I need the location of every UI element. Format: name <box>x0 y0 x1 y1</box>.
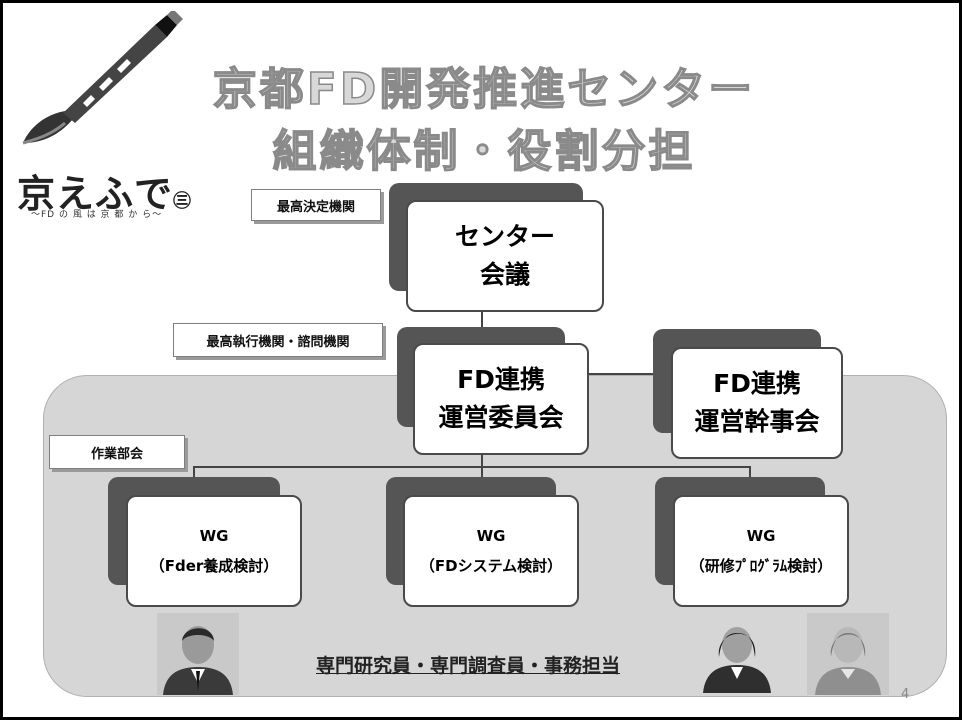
wg2-title: WG <box>476 527 506 545</box>
slide-title-line1: 京都FD開発推進センター <box>212 63 756 116</box>
logo-text: 京えふで㊂ <box>17 163 192 218</box>
connector-committee-bus <box>481 453 483 467</box>
steering-committee-line2: 運営委員会 <box>438 403 564 432</box>
label-top-decision: 最高決定機関 <box>251 189 381 221</box>
wg1-title: WG <box>199 527 229 545</box>
wg1-subtitle: （Fder養成検討） <box>149 557 279 575</box>
man-person-icon <box>157 613 239 695</box>
brush-pen-icon <box>22 11 183 145</box>
center-council-line2: 会議 <box>479 260 530 289</box>
wg2-subtitle: （FDシステム検討） <box>419 557 563 575</box>
wg3-box: WG （研修ﾌﾟﾛｸﾞﾗﾑ検討） <box>673 495 849 607</box>
page-number: 4 <box>901 687 910 702</box>
logo-subtitle: ～FD の 風 は 京 都 か ら～ <box>31 210 163 220</box>
wg3-subtitle: （研修ﾌﾟﾛｸﾞﾗﾑ検討） <box>689 557 833 575</box>
staff-label: 専門研究員・専門調査員・事務担当 <box>315 655 620 677</box>
connector-council-committee <box>481 309 483 343</box>
management-council-line1: FD連携 <box>713 369 801 398</box>
slide-title-line2: 組織体制・役割分担 <box>272 125 696 178</box>
logo: 京えふで㊂ ～FD の 風 は 京 都 か ら～ <box>17 11 237 221</box>
management-council-line2: 運営幹事会 <box>694 407 820 436</box>
label-working-group: 作業部会 <box>49 435 185 469</box>
wg1-box: WG （Fder養成検討） <box>126 495 302 607</box>
connector-wg-bus <box>193 466 751 468</box>
steering-committee-line1: FD連携 <box>457 365 545 394</box>
management-council-box: FD連携 運営幹事会 <box>671 347 843 459</box>
connector-committee-management <box>589 373 663 375</box>
wg2-box: WG （FDシステム検討） <box>403 495 579 607</box>
woman-person-icon <box>697 613 777 693</box>
center-council-box: センター 会議 <box>406 200 604 312</box>
logo-badge: ㊂ <box>173 191 193 212</box>
label-executive-advisory: 最高執行機関・諮問機関 <box>173 323 383 357</box>
center-council-line1: センター <box>454 222 555 251</box>
wg3-title: WG <box>746 527 776 545</box>
logo-wordmark: 京えふで <box>17 172 174 216</box>
steering-committee-box: FD連携 運営委員会 <box>413 343 589 455</box>
woman-person-faded-icon <box>807 613 889 695</box>
